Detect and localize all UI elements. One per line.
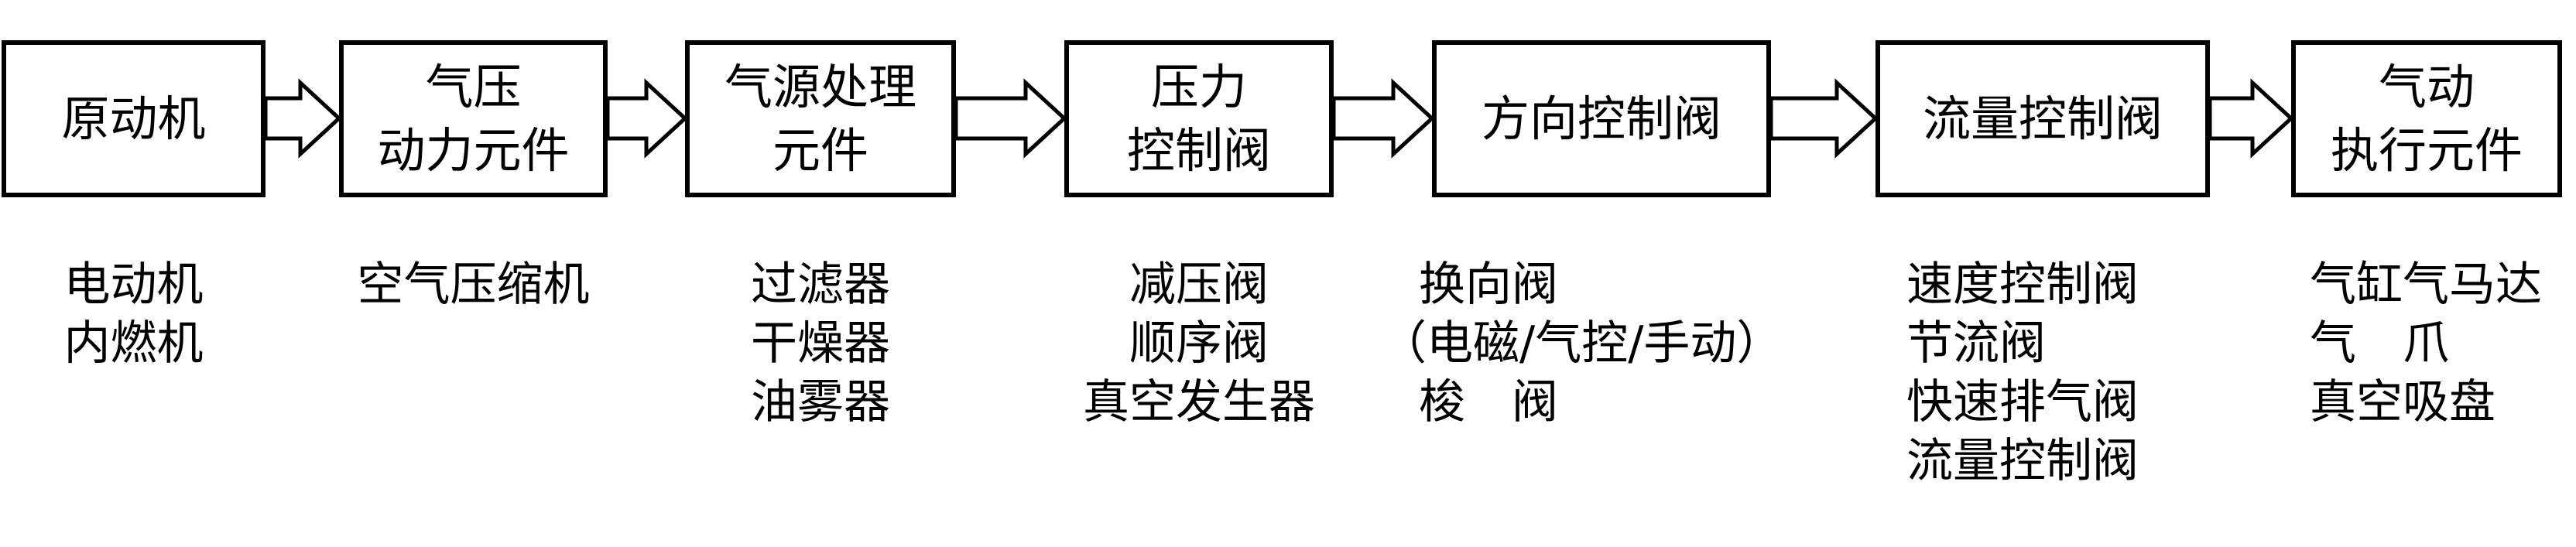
example-item: 减压阀	[1129, 258, 1269, 312]
block-label-line: 气源处理	[724, 58, 916, 115]
block-label-line: 流量控制阀	[1922, 90, 2163, 147]
flow-arrow-2	[605, 78, 688, 159]
block-label-line: 气压	[425, 58, 522, 115]
flow-arrow-5	[1769, 78, 1879, 159]
example-item: 油雾器	[751, 375, 890, 429]
example-item: 干燥器	[751, 316, 890, 371]
block-prime-mover: 原动机	[2, 40, 265, 197]
flow-arrow-1	[263, 78, 342, 159]
example-item: 真空吸盘	[2310, 375, 2496, 429]
block-label-line: 动力元件	[377, 121, 570, 179]
example-item: 速度控制阀	[1906, 258, 2139, 312]
block-label-line: 气动	[2378, 58, 2475, 115]
flow-arrow-4	[1331, 78, 1435, 159]
example-item: 内燃机	[63, 316, 204, 371]
examples-air-power-element: 空气压缩机	[333, 255, 614, 314]
flow-arrow-6	[2208, 78, 2294, 159]
examples-prime-mover: 电动机 内燃机	[2, 255, 265, 373]
block-label-line: 元件	[772, 121, 868, 179]
block-label-line: 控制阀	[1126, 121, 1271, 179]
examples-pressure-control-valve: 减压阀 顺序阀 真空发生器	[1064, 255, 1334, 432]
example-item: 梭 阀	[1419, 375, 1558, 429]
block-directional-control-valve: 方向控制阀	[1432, 40, 1771, 197]
block-label-line: 原动机	[61, 90, 206, 147]
example-item: 气 爪	[2310, 316, 2449, 371]
example-item: 气缸气马达	[2310, 258, 2542, 312]
example-item: 过滤器	[751, 258, 890, 312]
block-pressure-control-valve: 压力 控制阀	[1064, 40, 1334, 197]
examples-flow-control-valve: 速度控制阀 节流阀 快速排气阀 流量控制阀	[1906, 255, 2216, 491]
example-item: 换向阀	[1419, 258, 1558, 312]
block-label-line: 方向控制阀	[1481, 90, 1721, 147]
flow-arrow-3	[954, 78, 1067, 159]
block-label-line: 压力	[1150, 58, 1247, 115]
example-item: 真空发生器	[1083, 375, 1315, 429]
example-item: 节流阀	[1906, 316, 2046, 371]
example-item: 顺序阀	[1129, 316, 1269, 371]
examples-directional-control-valve: 换向阀 （电磁/气控/手动） 梭 阀	[1380, 255, 1814, 432]
block-pneumatic-actuator: 气动 执行元件	[2291, 40, 2562, 197]
examples-pneumatic-actuator: 气缸气马达 气 爪 真空吸盘	[2310, 255, 2573, 432]
example-item: （电磁/气控/手动）	[1380, 316, 1783, 371]
example-item: 空气压缩机	[357, 258, 590, 312]
block-air-treatment: 气源处理 元件	[685, 40, 956, 197]
examples-air-treatment: 过滤器 干燥器 油雾器	[685, 255, 956, 432]
block-label-line: 执行元件	[2330, 121, 2523, 179]
example-item: 电动机	[63, 258, 204, 312]
block-flow-control-valve: 流量控制阀	[1875, 40, 2210, 197]
block-air-power-element: 气压 动力元件	[339, 40, 608, 197]
example-item: 快速排气阀	[1906, 375, 2139, 429]
example-item: 流量控制阀	[1906, 434, 2139, 488]
